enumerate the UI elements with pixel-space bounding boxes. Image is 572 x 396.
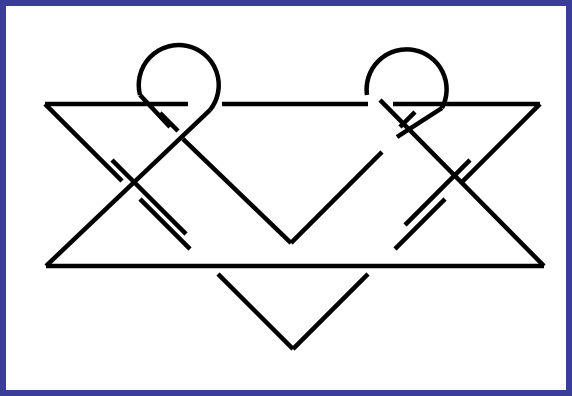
chevron-right — [293, 274, 368, 349]
inner-v-left-lower — [183, 139, 291, 243]
diagonal-right-inner-lower — [405, 160, 470, 225]
chevron-left — [218, 274, 293, 349]
outer-left-lower — [140, 199, 190, 249]
right-loop — [367, 49, 447, 108]
outer-right-lower — [395, 199, 445, 249]
inner-v-left-upper — [140, 95, 170, 127]
outer-left-upper — [45, 104, 122, 181]
left-loop — [139, 45, 219, 110]
outer-right-upper — [463, 104, 540, 181]
inner-v-right — [291, 152, 382, 243]
